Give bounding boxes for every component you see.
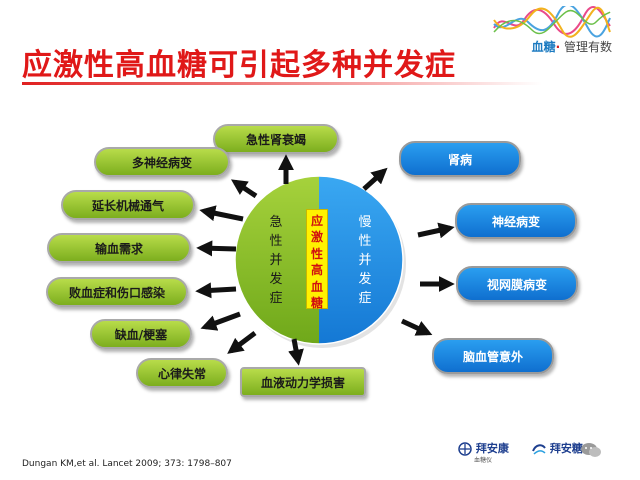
brand-part1: 血糖: [531, 40, 556, 54]
arrow-to-nephropathy: [362, 167, 388, 191]
arrow-to-transfusion: [196, 240, 237, 257]
acute-hemisphere: [235, 176, 319, 344]
swoosh-icon: [532, 444, 546, 455]
citation: Dungan KM,et al. Lancet 2009; 373: 1798–…: [22, 459, 232, 469]
arrow-to-sepsis: [195, 282, 237, 299]
brand-separator: ·: [555, 40, 561, 54]
second-logo: 拜安糖: [532, 440, 583, 456]
acute-renal-failure-box: 急性肾衰竭: [213, 124, 339, 154]
prolonged-ventilation-box: 延长机械通气: [61, 190, 195, 220]
polyneuropathy-box: 多神经病变: [94, 147, 230, 177]
arrow-to-prolonged-ventilation: [199, 205, 244, 222]
transfusion-need-box: 输血需求: [47, 233, 191, 263]
brand-tagline: 血糖· 管理有数: [532, 38, 612, 55]
arrow-to-polyneuropathy: [231, 179, 258, 199]
hemodynamic-impairment-box: 血液动力学损害: [240, 367, 366, 397]
page-title: 应激性高血糖可引起多种并发症: [22, 48, 456, 83]
bayer-cross-icon: [458, 442, 472, 456]
arrow-to-neuropathy: [417, 222, 455, 239]
brand-wave-graphic: [493, 6, 611, 38]
ischemia-infarction-box: 缺血/梗塞: [90, 319, 192, 349]
wechat-icon: [580, 442, 602, 458]
arrow-to-hemodynamic: [288, 338, 304, 366]
stress-hyperglycemia-label: 应 激 性 高 血 糖: [306, 209, 328, 310]
arrow-to-cerebrovascular: [400, 318, 433, 336]
arrow-to-arrhythmia: [227, 331, 257, 354]
brand-part2: 管理有数: [563, 40, 612, 54]
arrhythmia-box: 心律失常: [136, 358, 228, 388]
chronic-label: 慢 性 并 发 症: [358, 215, 372, 306]
sepsis-wound-infection-box: 败血症和伤口感染: [46, 277, 188, 307]
title-underline: [22, 82, 542, 85]
chronic-hemisphere: [319, 176, 403, 344]
neuropathy-box: 神经病变: [455, 203, 577, 239]
nephropathy-box: 肾病: [399, 141, 521, 177]
arrow-to-ischemia: [200, 311, 241, 331]
retinopathy-box: 视网膜病变: [456, 266, 578, 302]
cerebrovascular-accident-box: 脑血管意外: [432, 338, 554, 374]
bayer-logo: 拜安康 血糖仪: [458, 440, 509, 464]
acute-label: 急 性 并 发 症: [269, 215, 283, 306]
